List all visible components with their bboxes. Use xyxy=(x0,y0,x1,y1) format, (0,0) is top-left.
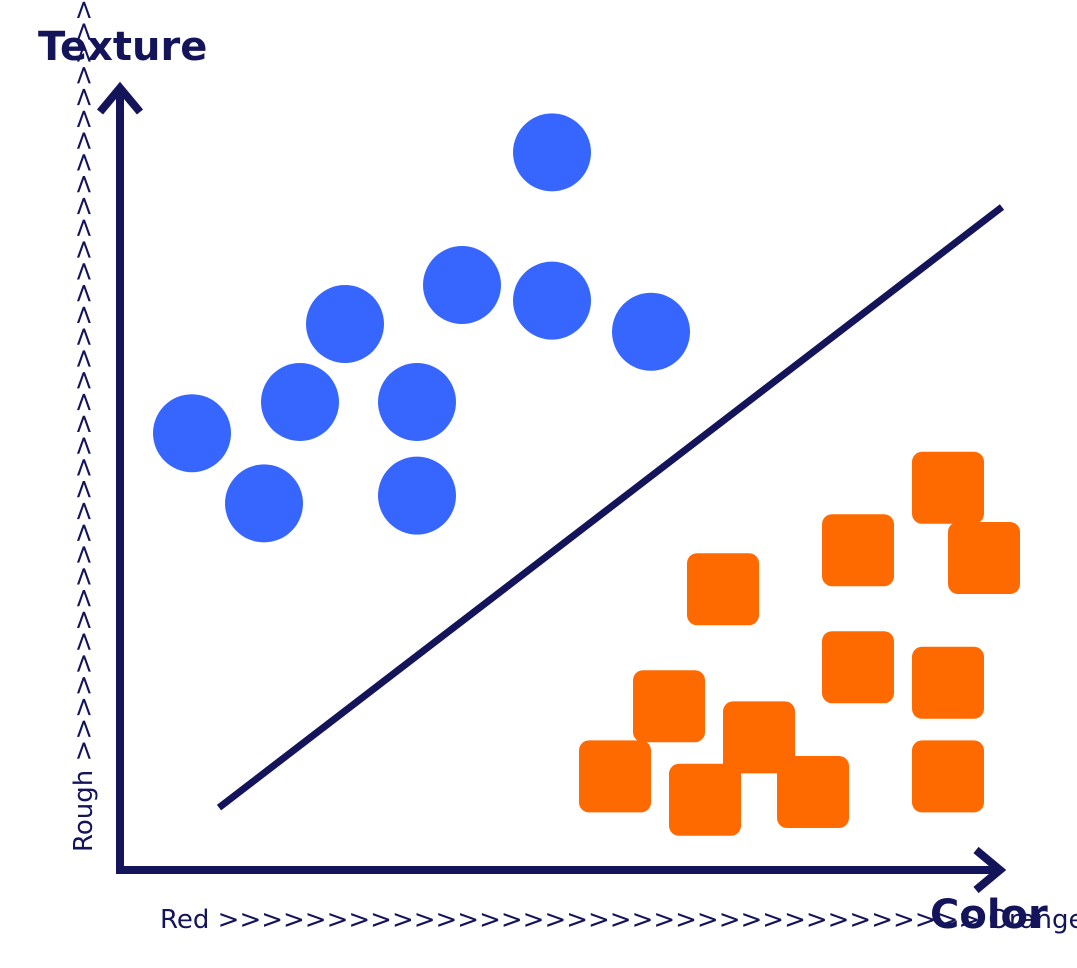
data-point-square xyxy=(777,756,849,828)
y-axis-title: Texture xyxy=(38,24,207,70)
data-point-circle xyxy=(513,113,591,192)
data-point-circle xyxy=(225,464,303,543)
x-axis-arrowhead xyxy=(973,846,1007,894)
data-point-square xyxy=(579,740,651,813)
data-point-square xyxy=(948,522,1020,594)
data-point-square xyxy=(912,740,984,813)
y-axis-arrowhead xyxy=(96,81,144,115)
data-point-circle xyxy=(378,456,456,535)
data-point-circle xyxy=(261,363,339,441)
data-point-circle xyxy=(306,285,384,363)
data-points xyxy=(153,113,1020,836)
decision-boundary-layer xyxy=(216,204,1005,811)
data-point-circle xyxy=(378,363,456,441)
series-squares xyxy=(579,451,1020,836)
decision-boundary-line xyxy=(216,204,1005,811)
data-point-circle xyxy=(153,394,231,473)
x-axis-caption: Red >>>>>>>>>>>>>>>>>>>>>>>>>>>>>>>>>>> … xyxy=(160,905,1077,935)
data-point-square xyxy=(669,763,741,836)
y-axis-caption: Rough >>>>>>>>>>>>>>>>>>>>>>>>>>>>>>>>>>… xyxy=(69,0,99,852)
data-point-square xyxy=(687,553,759,626)
data-point-circle xyxy=(423,246,501,324)
data-point-circle xyxy=(513,261,591,340)
x-axis-title: Color xyxy=(930,892,1048,938)
data-point-square xyxy=(822,631,894,704)
data-point-square xyxy=(723,701,795,774)
data-point-square xyxy=(912,646,984,719)
data-point-square xyxy=(633,670,705,743)
data-point-square xyxy=(822,514,894,587)
data-point-circle xyxy=(612,292,690,371)
axes xyxy=(96,81,1007,894)
series-circles xyxy=(153,113,690,543)
data-point-square xyxy=(912,451,984,524)
